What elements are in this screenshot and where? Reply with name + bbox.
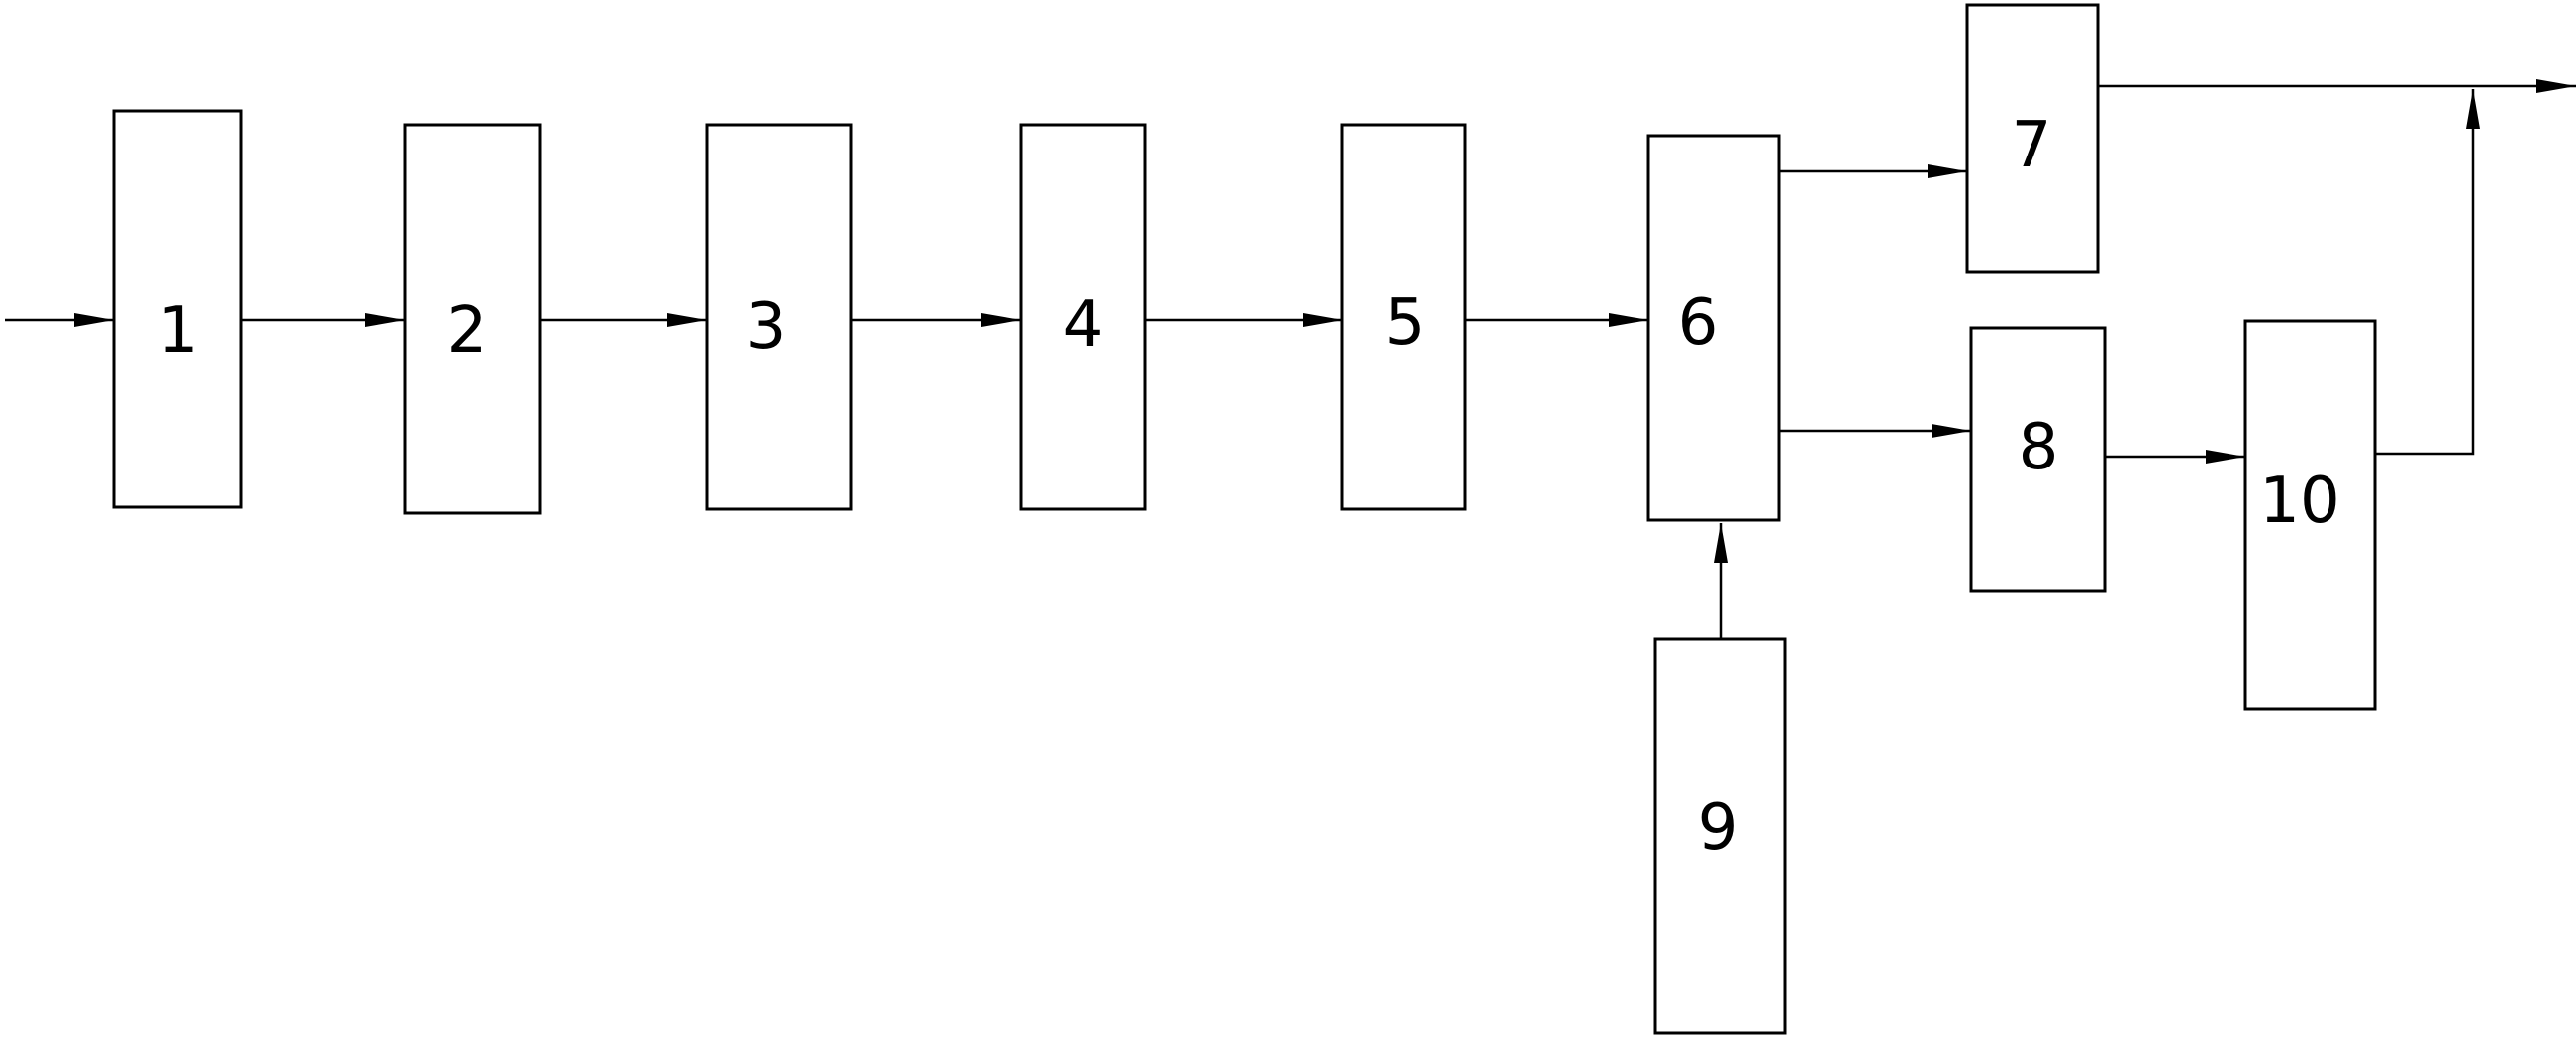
block-4-label: 4	[1063, 288, 1104, 362]
block-9-label: 9	[1698, 791, 1738, 865]
block-5: 5	[1340, 123, 1467, 511]
block-6: 6	[1646, 134, 1781, 522]
block-1: 1	[112, 109, 243, 509]
block-8-label: 8	[2019, 411, 2059, 484]
block-7: 7	[1965, 3, 2100, 274]
block-5-label: 5	[1385, 286, 1426, 360]
block-10: 10	[2243, 319, 2377, 711]
block-10-label: 10	[2259, 465, 2339, 538]
block-3-label: 3	[746, 290, 787, 363]
block-2-label: 2	[447, 294, 488, 367]
block-8: 8	[1969, 326, 2107, 593]
arrow-10-to-output	[2375, 89, 2480, 456]
block-9: 9	[1653, 637, 1787, 1035]
block-4: 4	[1019, 123, 1147, 511]
block-7-label: 7	[2012, 109, 2052, 182]
block-2: 2	[403, 123, 542, 515]
block-6-label: 6	[1678, 286, 1719, 360]
block-1-label: 1	[158, 294, 199, 367]
connectors	[5, 79, 2576, 639]
block-3: 3	[705, 123, 853, 511]
